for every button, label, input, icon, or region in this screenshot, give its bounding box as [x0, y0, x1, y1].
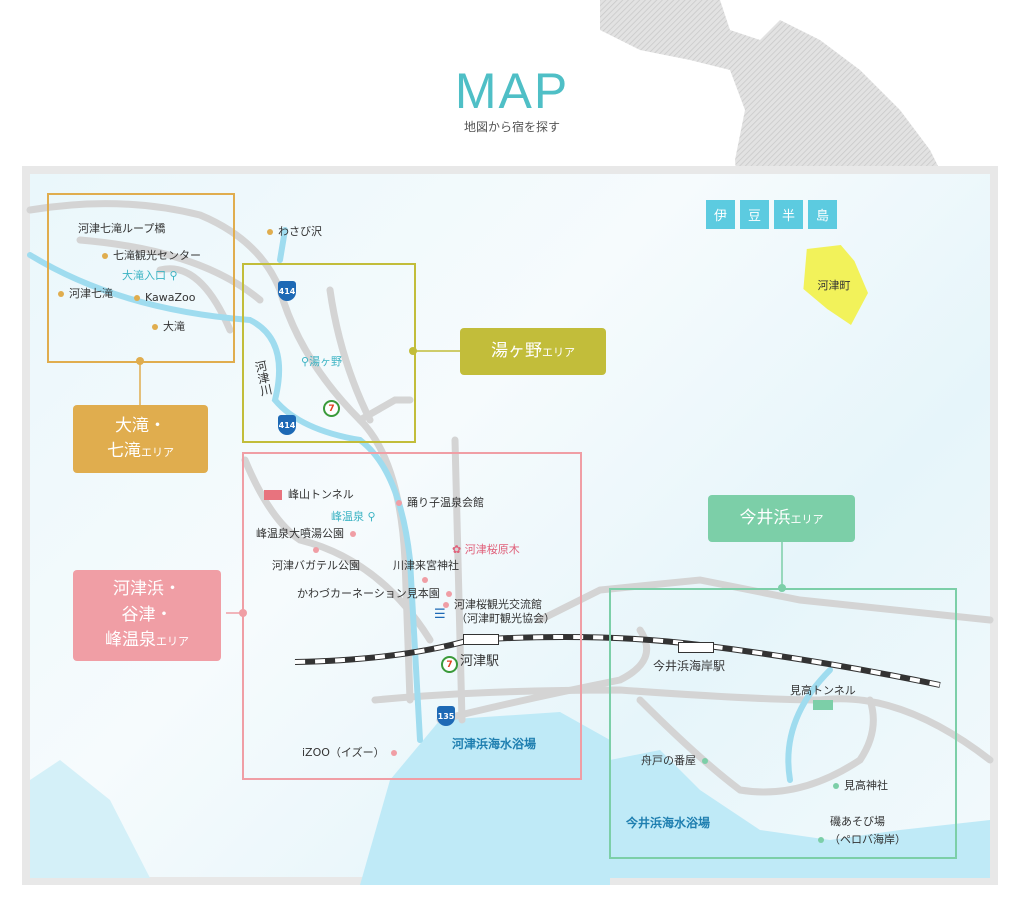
place-marker[interactable]: 河津桜観光交流館: [443, 596, 542, 612]
yugano-area-box[interactable]: [242, 263, 416, 443]
place-marker[interactable]: 大滝: [152, 318, 185, 334]
area-label: 峰温泉: [105, 630, 156, 651]
place-dot: [313, 543, 324, 556]
page-subtitle: 地図から宿を探す: [463, 120, 560, 134]
route-414-shield: 414: [278, 415, 296, 435]
station-marker[interactable]: [463, 634, 499, 645]
area-suffix: エリア: [141, 446, 174, 459]
kawazuhama-area-box[interactable]: [242, 452, 582, 780]
place-label[interactable]: 見高トンネル: [790, 684, 856, 697]
place-label[interactable]: 河津バガテル公園: [272, 559, 360, 572]
route-135-shield: 135: [437, 706, 455, 726]
page-title: MAP: [454, 63, 570, 119]
station-marker[interactable]: [678, 642, 714, 653]
place-marker[interactable]: 峰温泉大噴湯公園: [256, 525, 361, 541]
yugano-area-button[interactable]: 湯ヶ野エリア: [460, 328, 606, 375]
otaki-area-box[interactable]: [47, 193, 235, 363]
place-marker[interactable]: わさび沢: [267, 223, 322, 239]
area-label: 湯ヶ野: [491, 340, 542, 361]
tourist-association-icon: ☰: [434, 607, 446, 622]
otaki-area-button[interactable]: 大滝・七滝エリア: [73, 405, 208, 473]
izu-label-char: 豆: [740, 200, 769, 229]
place-marker[interactable]: 踊り子温泉会館: [396, 494, 484, 510]
tunnel-icon: [813, 700, 833, 710]
beach-label[interactable]: 今井浜海水浴場: [626, 816, 711, 830]
place-marker[interactable]: iZOO（イズー）: [302, 744, 402, 760]
place-marker[interactable]: 七滝観光センター: [102, 247, 201, 263]
izu-label-char: 伊: [706, 200, 735, 229]
place-dot: [422, 573, 433, 586]
beach-label[interactable]: 河津浜海水浴場: [452, 737, 537, 751]
place-marker[interactable]: 見高神社: [833, 777, 888, 793]
imaihama-area-button[interactable]: 今井浜エリア: [708, 495, 855, 542]
place-label: 河津七滝ループ橋: [78, 222, 166, 235]
area-suffix: エリア: [156, 635, 189, 649]
area-label: 今井浜: [739, 507, 791, 528]
onsen-marker[interactable]: 峰温泉 ⚲: [331, 510, 376, 523]
area-label: 谷津・: [121, 604, 173, 625]
place-marker[interactable]: かわづカーネーション見本園: [297, 585, 457, 601]
imaihama-area-box[interactable]: [609, 588, 957, 859]
kawazuhama-area-button[interactable]: 河津浜・谷津・峰温泉エリア: [73, 570, 221, 661]
place-marker[interactable]: （ペロバ海岸）: [818, 831, 906, 847]
place-marker[interactable]: KawaZoo: [134, 291, 196, 304]
convenience-store-icon: 7: [441, 656, 458, 673]
izu-label-char: 半: [774, 200, 803, 229]
place-label: （河津町観光協会）: [456, 612, 555, 625]
area-suffix: エリア: [542, 345, 575, 359]
station-label[interactable]: 今井浜海岸駅: [653, 659, 726, 673]
area-label: 大滝・: [115, 415, 166, 436]
place-label[interactable]: 磯あそび場: [830, 815, 885, 828]
station-label[interactable]: 河津駅: [460, 654, 500, 669]
place-marker[interactable]: 舟戸の番屋: [641, 752, 713, 768]
onsen-marker[interactable]: ⚲湯ヶ野: [301, 355, 343, 368]
route-414-shield: 414: [278, 281, 296, 301]
place-label[interactable]: 川津来宮神社: [393, 559, 459, 572]
area-label: 七滝: [107, 441, 141, 461]
convenience-store-icon: 7: [323, 400, 340, 417]
onsen-marker[interactable]: 大滝入口 ⚲: [122, 269, 178, 282]
place-marker[interactable]: 河津七滝: [58, 285, 113, 301]
area-label: 河津浜・: [113, 579, 181, 600]
tunnel-marker[interactable]: 峰山トンネル: [264, 486, 354, 502]
sakura-marker[interactable]: ✿ 河津桜原木: [452, 543, 520, 556]
area-suffix: エリア: [790, 512, 824, 526]
izu-label-char: 島: [808, 200, 837, 229]
